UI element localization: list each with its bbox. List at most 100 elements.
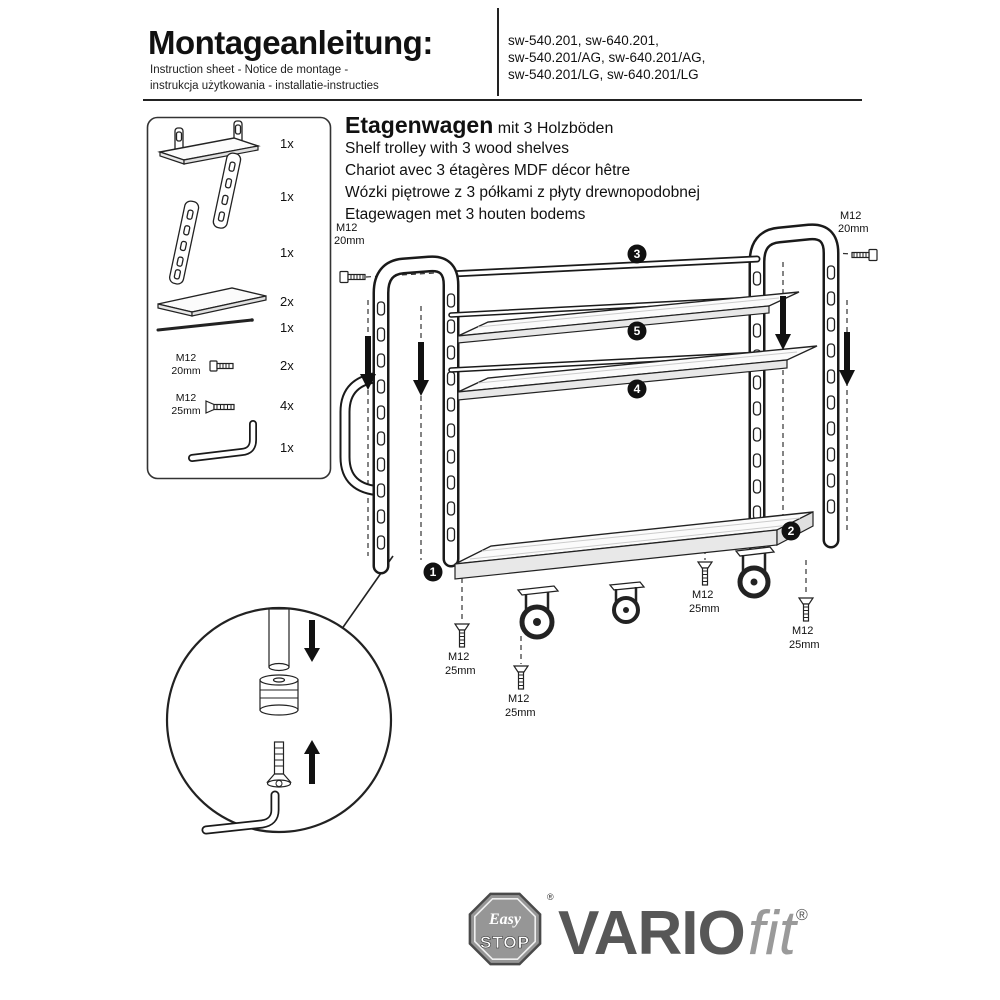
caster-middle	[608, 581, 646, 624]
m12-20-label-2: 20mm	[838, 223, 869, 235]
m12-25-label-2: 25mm	[689, 603, 720, 615]
part-allen-key-icon	[188, 420, 257, 462]
callout-2: 2	[781, 521, 801, 541]
header-subtitle-en-fr: Instruction sheet - Notice de montage -	[150, 64, 349, 76]
brand-fit-text: fit	[747, 899, 796, 968]
part-qty: 2x	[280, 358, 294, 373]
caster-front-left	[516, 585, 560, 640]
part-side-ladder-a-icon	[212, 152, 242, 229]
parts-list-box: 1x 1x 1x 2x	[146, 116, 332, 480]
part-screw25-label-1: M12	[176, 392, 197, 404]
product-title-de: Etagenwagen mit 3 Holzböden	[345, 112, 613, 139]
product-title-en: Shelf trolley with 3 wood shelves	[345, 140, 570, 157]
header-divider	[497, 8, 499, 96]
middle-shelf	[448, 345, 818, 401]
product-title-nl: Etagewagen met 3 houten bodems	[345, 206, 586, 223]
countersunk-screw-icon	[454, 623, 470, 648]
product-name: Etagenwagen	[345, 112, 494, 138]
svg-text:3: 3	[634, 247, 641, 261]
screw-m12-25-3: M12 25mm	[689, 561, 720, 615]
product-code-line-1: sw-540.201, sw-640.201,	[508, 33, 659, 48]
part-shelf-with-brackets-icon	[157, 120, 261, 165]
down-arrow-icon	[775, 296, 791, 350]
variofit-logo: VARIOfit®	[558, 898, 808, 969]
product-code-line-2: sw-540.201/AG, sw-640.201/AG,	[508, 50, 706, 65]
product-code-line-3: sw-540.201/LG, sw-640.201/LG	[508, 67, 699, 82]
down-arrow-icon	[413, 342, 429, 396]
part-screw20-label-1: M12	[176, 352, 197, 364]
svg-text:1: 1	[430, 565, 437, 579]
part-qty: 4x	[280, 398, 294, 413]
product-codes: sw-540.201, sw-640.201, sw-540.201/AG, s…	[508, 32, 705, 83]
detail-expander-insert	[259, 674, 299, 716]
screw-m12-25-1: M12 25mm	[445, 623, 476, 677]
trolley-left-frame	[339, 255, 460, 575]
part-qty: 1x	[280, 440, 294, 455]
brand-vario-text: VARIO	[558, 899, 746, 968]
screw-m12-25-2: M12 25mm	[505, 665, 536, 719]
screw-m12-20-left: M12 20mm	[334, 222, 366, 284]
up-arrow-icon	[304, 740, 320, 784]
detail-tube	[268, 608, 290, 672]
detail-view	[165, 606, 393, 835]
header-subtitle-pl-nl: instrukcja użytkowania - installatie-ins…	[150, 80, 379, 92]
hex-screw-icon	[339, 270, 366, 284]
svg-text:4: 4	[634, 382, 641, 396]
m12-25-label-1: M12	[508, 693, 529, 705]
down-arrow-icon	[304, 620, 320, 662]
m12-20-label-2: 20mm	[334, 235, 365, 247]
assembly-diagram: M12 20mm M12 20mm M12 25mm M12 25mm M12 …	[334, 210, 878, 719]
stop-octagon-ring	[474, 898, 536, 960]
countersunk-screw-icon	[697, 561, 713, 586]
easy-text: Easy	[488, 911, 522, 928]
screw-m12-20-right: M12 20mm	[838, 210, 878, 262]
easy-stop-logo: Easy STOP ®	[468, 892, 554, 966]
registered-mark: ®	[796, 907, 808, 924]
stop-text: STOP	[480, 933, 530, 952]
m12-25-label-1: M12	[792, 625, 813, 637]
part-side-ladder-b-icon	[169, 200, 200, 285]
down-arrow-icon	[839, 332, 855, 386]
callout-3: 3	[627, 244, 647, 264]
header-rule	[143, 99, 862, 101]
allen-key-icon	[201, 790, 280, 835]
detail-circle	[165, 606, 393, 834]
m12-20-label-1: M12	[840, 210, 861, 222]
m12-25-label-1: M12	[448, 651, 469, 663]
part-qty: 1x	[280, 189, 294, 204]
callout-4: 4	[627, 379, 647, 399]
countersunk-screw-icon	[513, 665, 529, 690]
product-title-pl: Wózki piętrowe z 3 półkami z płyty drewn…	[345, 184, 700, 201]
countersunk-screw-icon	[798, 597, 814, 622]
part-qty: 2x	[280, 294, 294, 309]
svg-text:2: 2	[788, 524, 795, 538]
screw-m12-25-4: M12 25mm	[789, 597, 820, 651]
m12-20-label-1: M12	[336, 222, 357, 234]
part-screw20-label-2: 20mm	[171, 365, 200, 377]
part-wood-shelf-icon	[157, 287, 267, 317]
detail-countersunk-screw	[266, 741, 292, 788]
page-title: Montageanleitung:	[148, 24, 433, 61]
hex-screw-icon	[851, 248, 878, 262]
hex-screw-icon	[209, 360, 234, 372]
m12-25-label-2: 25mm	[789, 639, 820, 651]
caster-front-right	[734, 546, 776, 599]
m12-25-label-2: 25mm	[505, 707, 536, 719]
parts-box-border	[146, 116, 332, 480]
product-title-fr: Chariot avec 3 étagères MDF décor hêtre	[345, 162, 631, 179]
part-screw25-label-2: 25mm	[171, 405, 200, 417]
upper-shelf	[448, 291, 800, 344]
part-rod-icon	[156, 318, 254, 332]
product-name-suffix: mit 3 Holzböden	[497, 120, 614, 137]
top-rod	[447, 255, 761, 278]
m12-25-label-1: M12	[692, 589, 713, 601]
part-qty: 1x	[280, 136, 294, 151]
registered-mark: ®	[547, 892, 554, 902]
callout-5: 5	[627, 321, 647, 341]
stop-octagon	[468, 892, 542, 966]
callout-1: 1	[423, 562, 443, 582]
trolley-right-frame	[748, 223, 840, 555]
countersunk-screw-icon	[205, 400, 235, 414]
part-qty: 1x	[280, 245, 294, 260]
